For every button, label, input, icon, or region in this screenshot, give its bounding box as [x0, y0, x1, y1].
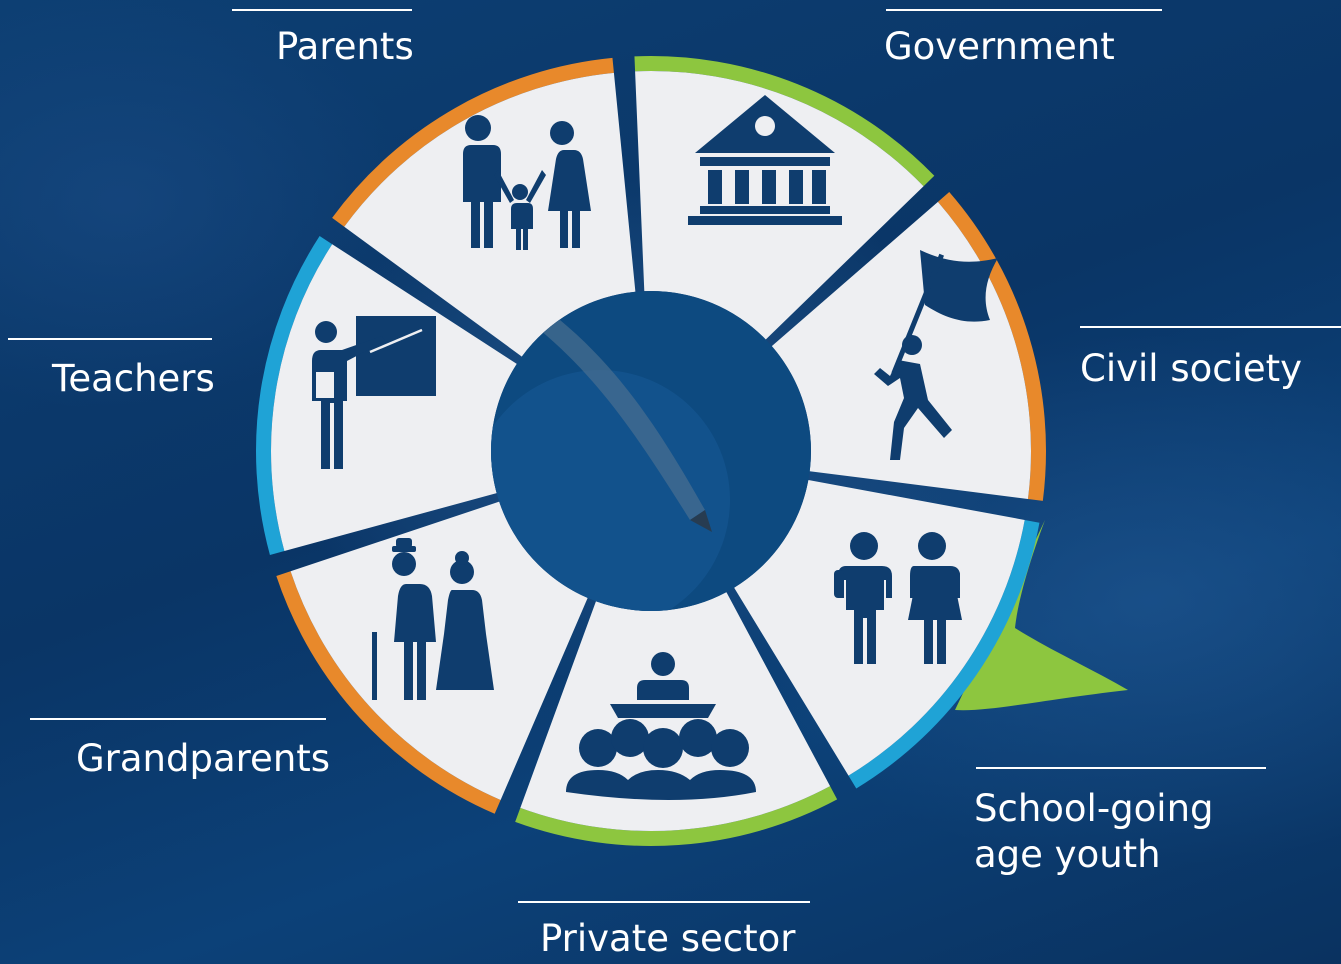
teacher-board-icon — [312, 316, 436, 469]
speech-bubble-tail — [955, 520, 1128, 711]
ring-arc-parents — [634, 56, 935, 187]
ring-arc-private_sector — [276, 571, 501, 814]
private-sector-rule — [518, 901, 810, 903]
school-youth-rule — [976, 767, 1266, 769]
civil-society-label: Civil society — [1080, 347, 1303, 390]
ring-arc-teachers — [332, 57, 614, 227]
ring-arc-civil_society — [848, 519, 1040, 789]
civil-society-rule — [1080, 326, 1341, 328]
parents-label: Parents — [276, 25, 414, 68]
students-icon — [834, 532, 962, 664]
elderly-couple-icon — [372, 538, 494, 700]
ring-arc-grandparents — [256, 236, 333, 555]
segment-parents — [635, 71, 924, 340]
government-building-icon — [688, 95, 842, 225]
teachers-label: Teachers — [52, 357, 215, 400]
parents-rule — [232, 9, 412, 11]
segment-private_sector — [290, 501, 588, 800]
ring-arc-government — [937, 192, 1046, 501]
flag-bearer-icon — [874, 250, 998, 460]
family-icon — [463, 115, 591, 250]
segment-grandparents — [271, 244, 517, 551]
government-rule — [886, 9, 1162, 11]
audience-speaker-icon — [566, 652, 756, 800]
teachers-rule — [8, 338, 212, 340]
private-sector-label: Private sector — [540, 917, 796, 960]
grandparents-label: Grandparents — [76, 737, 331, 780]
grandparents-rule — [30, 718, 326, 720]
segment-civil_society — [734, 480, 1025, 776]
government-label: Government — [884, 25, 1115, 68]
school-youth-label: School-going age youth — [974, 787, 1214, 876]
central-hub — [491, 291, 811, 611]
ring-arcs — [256, 56, 1046, 847]
ring-arc-school_youth — [515, 786, 838, 847]
